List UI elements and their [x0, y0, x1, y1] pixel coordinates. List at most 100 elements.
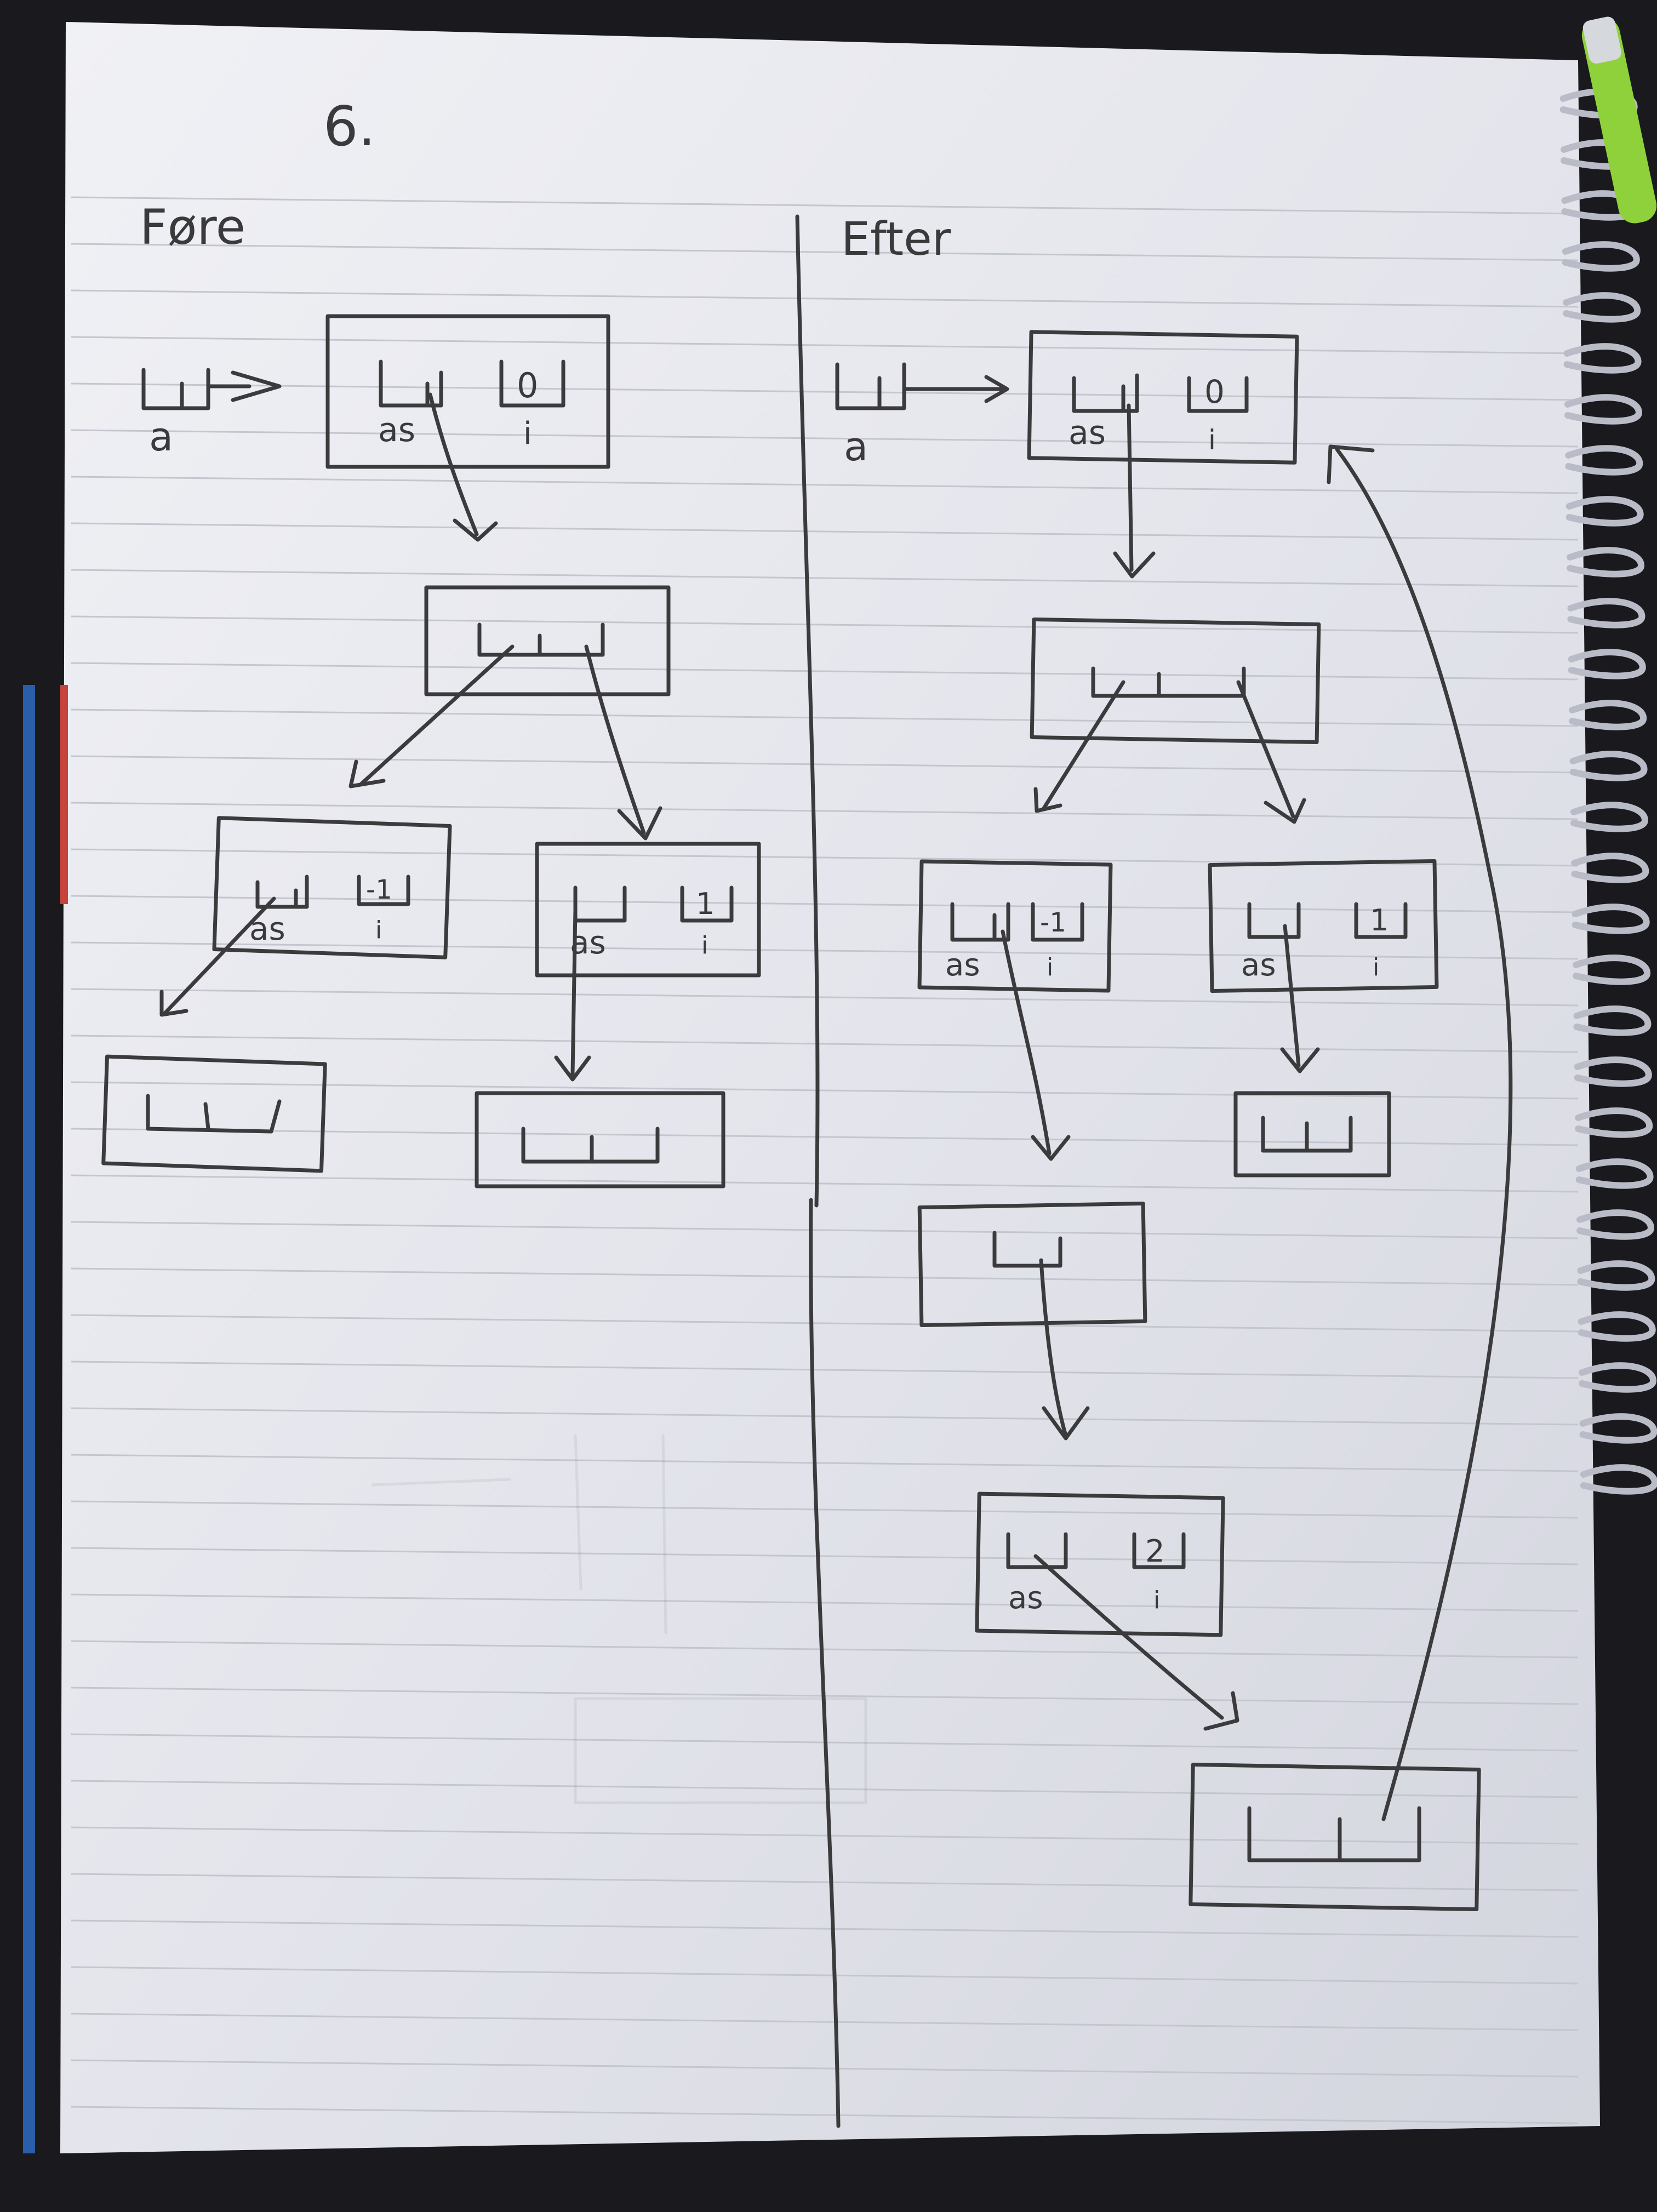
field-i-label: i: [1208, 424, 1216, 456]
ruled-line: [71, 2013, 1579, 2031]
field-i-label: i: [1153, 1586, 1160, 1614]
ruled-line: [71, 1826, 1579, 1845]
arrow-array-to-left-child: [348, 644, 515, 788]
ruled-line: [71, 988, 1579, 1007]
margin-red-stripe: [60, 685, 68, 904]
after-right-array: [1233, 1091, 1391, 1178]
spiral-ring: [1567, 547, 1645, 578]
ruled-line: [71, 1640, 1579, 1659]
after-root-i-value: 0: [1204, 373, 1225, 410]
arrow-left-child-to-array: [159, 896, 276, 1017]
before-left-child: as -1 i: [212, 816, 452, 959]
spiral-ring: [1570, 802, 1648, 832]
spiral-ring: [1577, 1260, 1655, 1291]
spiral-ring: [1573, 1005, 1652, 1036]
after-left-child-i-value: -1: [1040, 907, 1066, 938]
ruled-line: [71, 476, 1579, 494]
ruled-line: [71, 1454, 1579, 1472]
ruled-line: [71, 569, 1579, 587]
before-heading: Føre: [140, 199, 245, 255]
before-root-i-value: 0: [517, 365, 538, 405]
before-right-array: [475, 1091, 725, 1188]
arrow-root-to-array: [428, 392, 498, 542]
after-new-node: as 2 i: [975, 1491, 1225, 1637]
ruled-line: [71, 802, 1579, 820]
bleed-through-marks: [371, 1434, 867, 1804]
after-array: [1030, 617, 1321, 745]
after-var-a: a: [835, 362, 1009, 470]
spiral-ring: [1579, 1362, 1657, 1393]
after-right-child: as 1 i: [1208, 859, 1439, 993]
before-right-child: as 1 i: [535, 842, 761, 978]
ruled-line: [71, 1407, 1579, 1426]
spiral-ring: [1569, 751, 1648, 781]
ruled-line: [71, 289, 1579, 308]
arrow-left-child-to-new-array: [1001, 929, 1071, 1161]
spiral-ring: [1565, 496, 1644, 527]
spiral-ring: [1575, 1107, 1653, 1138]
green-pen: [1581, 16, 1657, 224]
before-left-array: [101, 1054, 327, 1173]
field-i-label: i: [523, 416, 532, 451]
spiral-ring: [1564, 394, 1642, 425]
ruled-line: [71, 1174, 1579, 1193]
after-right-child-i-value: 1: [1370, 903, 1389, 938]
arrow-array-to-right-child: [1236, 680, 1306, 824]
ruled-line: [71, 1547, 1579, 1565]
field-i-label: i: [701, 931, 708, 959]
before-root-object: as 0 i: [325, 314, 610, 469]
spiral-ring: [1567, 598, 1645, 628]
ruled-line: [71, 1314, 1579, 1333]
arrow-bottom-array-to-root: [1327, 444, 1513, 1821]
ruled-line: [71, 522, 1579, 541]
ruled-line: [71, 662, 1579, 681]
before-array: [424, 585, 671, 696]
var-a-label: a: [149, 414, 173, 460]
spiral-ring: [1563, 343, 1642, 374]
after-heading: Efter: [841, 212, 951, 266]
before-diagram: a as 0 i as -1 i: [101, 314, 761, 1188]
spiral-ring: [1578, 1311, 1656, 1342]
arrow-new-node-to-bottom-array: [1033, 1554, 1239, 1731]
field-i-label: i: [1047, 953, 1053, 981]
ruled-line: [71, 1966, 1579, 1985]
ruled-line: [71, 382, 1579, 401]
ruled-line: [71, 1221, 1579, 1239]
after-new-node-i-value: 2: [1145, 1534, 1165, 1569]
ruled-line: [71, 1361, 1579, 1379]
column-divider: [795, 214, 841, 2128]
ruled-line: [71, 1081, 1579, 1100]
ruled-line: [71, 2059, 1579, 2078]
spiral-ring: [1569, 700, 1647, 730]
arrow-root-to-array: [1113, 403, 1156, 579]
ruled-line: [71, 615, 1579, 634]
ruled-line: [71, 1500, 1579, 1519]
ruled-line: [71, 1919, 1579, 1938]
spiral-ring: [1574, 1056, 1652, 1087]
spiral-ring: [1575, 1158, 1654, 1189]
margin-blue-stripe: [23, 685, 35, 2153]
spiral-ring: [1571, 853, 1649, 883]
spiral-ring: [1573, 954, 1651, 985]
ruled-lines: [71, 196, 1579, 2124]
field-i-label: i: [1373, 953, 1379, 981]
ruled-line: [71, 1034, 1579, 1053]
ruled-line: [71, 941, 1579, 960]
field-as-label: as: [378, 411, 415, 449]
ruled-line: [71, 895, 1579, 913]
before-var-a: a: [141, 368, 282, 460]
ruled-line: [71, 336, 1579, 355]
after-bottom-array: [1189, 1762, 1481, 1912]
spiral-ring: [1562, 241, 1640, 272]
arrow-array-to-right-child: [584, 644, 662, 841]
spiral-ring: [1580, 1464, 1657, 1495]
ruled-line: [71, 196, 1579, 215]
field-as-label: as: [1008, 1580, 1043, 1616]
field-as-label: as: [1069, 414, 1106, 452]
field-as-label: as: [249, 910, 285, 947]
ruled-line: [71, 429, 1579, 448]
after-diagram: a as 0 i as -1 i: [835, 330, 1513, 1912]
spiral-ring: [1579, 1413, 1657, 1444]
ruled-line: [71, 708, 1579, 727]
